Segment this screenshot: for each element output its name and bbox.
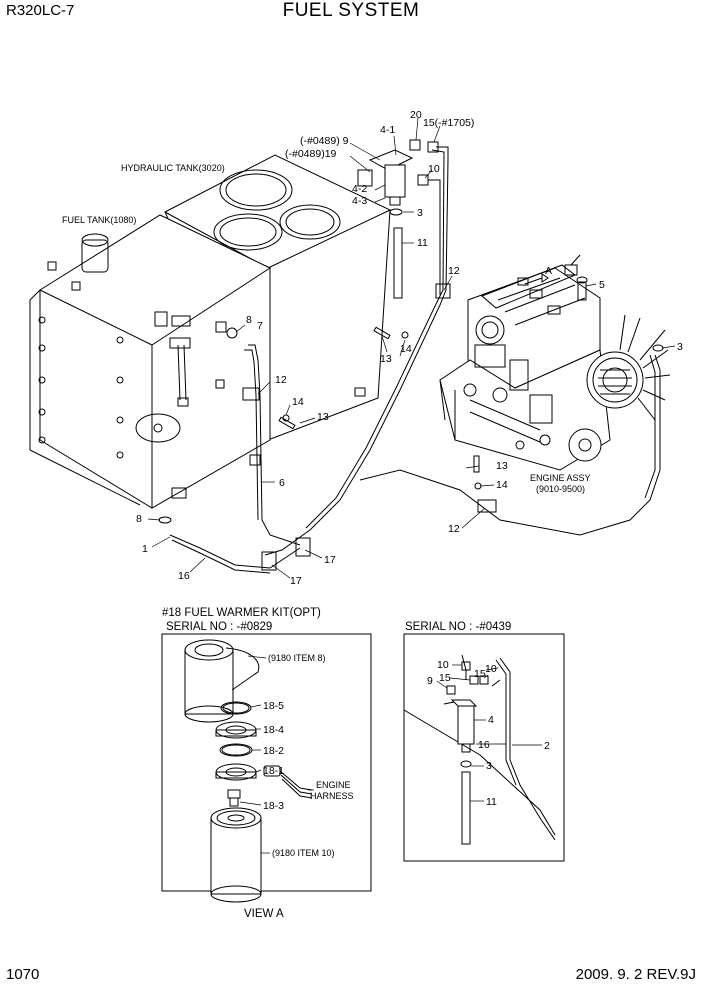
callout-14-mid: 14 [292, 396, 304, 408]
callout-15-1705: 15(-#1705) [423, 117, 474, 129]
callout-8-low: 8 [136, 513, 142, 525]
callout-9-0489: (-#0489) 9 [300, 135, 349, 147]
callout-4-1: 4-1 [380, 124, 395, 136]
callout-11-top: 11 [417, 237, 428, 249]
warmer-kit-title: #18 FUEL WARMER KIT(OPT) [162, 607, 321, 619]
callout-5: 5 [599, 279, 605, 291]
serial-inset-title: SERIAL NO : -#0439 [405, 621, 511, 633]
view-a-marker: A [545, 265, 552, 277]
callout-8-mid: 8 [246, 314, 252, 326]
callout-20: 20 [410, 109, 422, 121]
arrow-head-icon [541, 273, 549, 283]
revision-date: 2009. 9. 2 REV.9J [575, 966, 696, 983]
model-code: R320LC-7 [6, 2, 75, 19]
callout-6: 6 [279, 477, 285, 489]
fuel-warmer-inset [161, 633, 372, 903]
serial-callout-10-a: 10 [437, 659, 449, 671]
callout-4-3: 4-3 [352, 195, 367, 207]
callout-18-3: 18-3 [263, 800, 284, 812]
callout-16-main: 16 [178, 570, 190, 582]
serial-callout-9: 9 [427, 675, 433, 687]
fuel-hoses [158, 146, 664, 574]
fuel-tank [29, 214, 366, 509]
fuel-filter-assembly [357, 139, 439, 299]
item8-ref-label: (9180 ITEM 8) [268, 653, 326, 663]
callout-1: 1 [142, 543, 148, 555]
fuel-warmer-leaders [239, 655, 314, 854]
callout-3-top: 3 [417, 207, 423, 219]
callout-17-b: 17 [324, 554, 336, 566]
serial-callout-10-b: 10 [485, 663, 497, 675]
callout-18-1: 18-1 [263, 765, 284, 777]
serial-callout-4: 4 [488, 714, 494, 726]
fuel-tank-label: FUEL TANK(1080) [62, 215, 136, 225]
callout-7: 7 [257, 320, 263, 332]
callout-14-a: 14 [400, 343, 412, 355]
callout-12-mid: 12 [275, 374, 287, 386]
callout-18-2: 18-2 [263, 745, 284, 757]
callout-17-a: 17 [290, 575, 302, 587]
serial-inset [403, 633, 565, 862]
engine-assy-label: ENGINE ASSY [530, 473, 591, 483]
engine-assy-code: (9010-9500) [536, 484, 585, 494]
serial-inset-leaders [436, 664, 542, 802]
page-title: FUEL SYSTEM [282, 0, 420, 21]
callout-4-2: 4-2 [352, 183, 367, 195]
callout-13-b: 13 [496, 460, 508, 472]
engine-harness-label-2: HARNESS [310, 791, 354, 801]
leader-lines [147, 117, 676, 579]
callout-13-mid: 13 [317, 411, 329, 423]
callout-13-a: 13 [380, 353, 392, 365]
callout-3-right: 3 [677, 341, 683, 353]
serial-callout-16: 16 [478, 739, 490, 751]
callout-10-top: 10 [428, 163, 440, 175]
item10-ref-label: (9180 ITEM 10) [272, 848, 335, 858]
callout-12-b: 12 [448, 523, 460, 535]
engine-assembly [439, 254, 671, 471]
callout-19-0489: (-#0489)19 [285, 148, 337, 160]
view-a-label: VIEW A [244, 908, 284, 920]
callout-12-top: 12 [448, 265, 460, 277]
callout-18-4: 18-4 [263, 724, 284, 736]
callout-18-5: 18-5 [263, 700, 284, 712]
page-number: 1070 [6, 966, 40, 983]
hydraulic-tank-label: HYDRAULIC TANK(3020) [121, 163, 225, 173]
warmer-kit-serial: SERIAL NO : -#0829 [166, 621, 272, 633]
callout-14-b: 14 [496, 479, 508, 491]
serial-callout-3: 3 [486, 760, 492, 772]
serial-callout-15-a: 15 [439, 672, 451, 684]
engine-harness-label: ENGINE [316, 780, 351, 790]
view-a-arrow [524, 277, 543, 285]
serial-callout-11: 11 [486, 796, 497, 808]
serial-callout-15-b: 15 [474, 668, 486, 680]
serial-callout-2: 2 [544, 740, 550, 752]
